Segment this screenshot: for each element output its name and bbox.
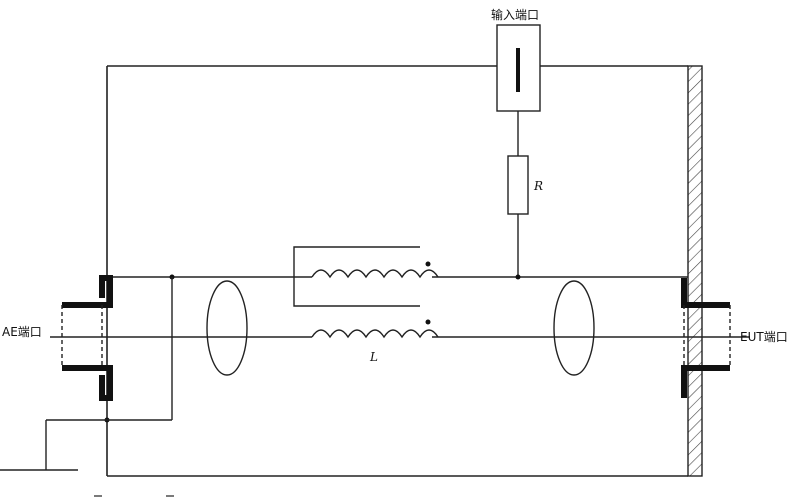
hatched-wall <box>687 65 703 477</box>
inductor-label: L <box>370 350 378 364</box>
ae-port-label: AE端口 <box>2 325 42 339</box>
ae-connector <box>61 275 113 401</box>
ground-wiring <box>45 277 173 470</box>
ferrite-ring-left <box>206 280 248 376</box>
polarity-dot-upper <box>425 261 431 267</box>
lower-inductor-coil <box>311 329 439 339</box>
enclosure <box>106 65 688 477</box>
input-port-connector <box>496 24 541 112</box>
input-port-label: 输入端口 <box>491 8 540 22</box>
upper-inductor-coil <box>311 269 439 279</box>
resistor-label: R <box>534 179 544 193</box>
eut-port-label: EUT端口 <box>740 330 788 344</box>
junction-dot-r <box>515 274 521 280</box>
ferrite-ring-right <box>553 280 595 376</box>
coil-bracket <box>293 246 420 307</box>
polarity-dot-lower <box>425 319 431 325</box>
eut-connector <box>681 278 731 398</box>
resistor <box>507 155 529 215</box>
